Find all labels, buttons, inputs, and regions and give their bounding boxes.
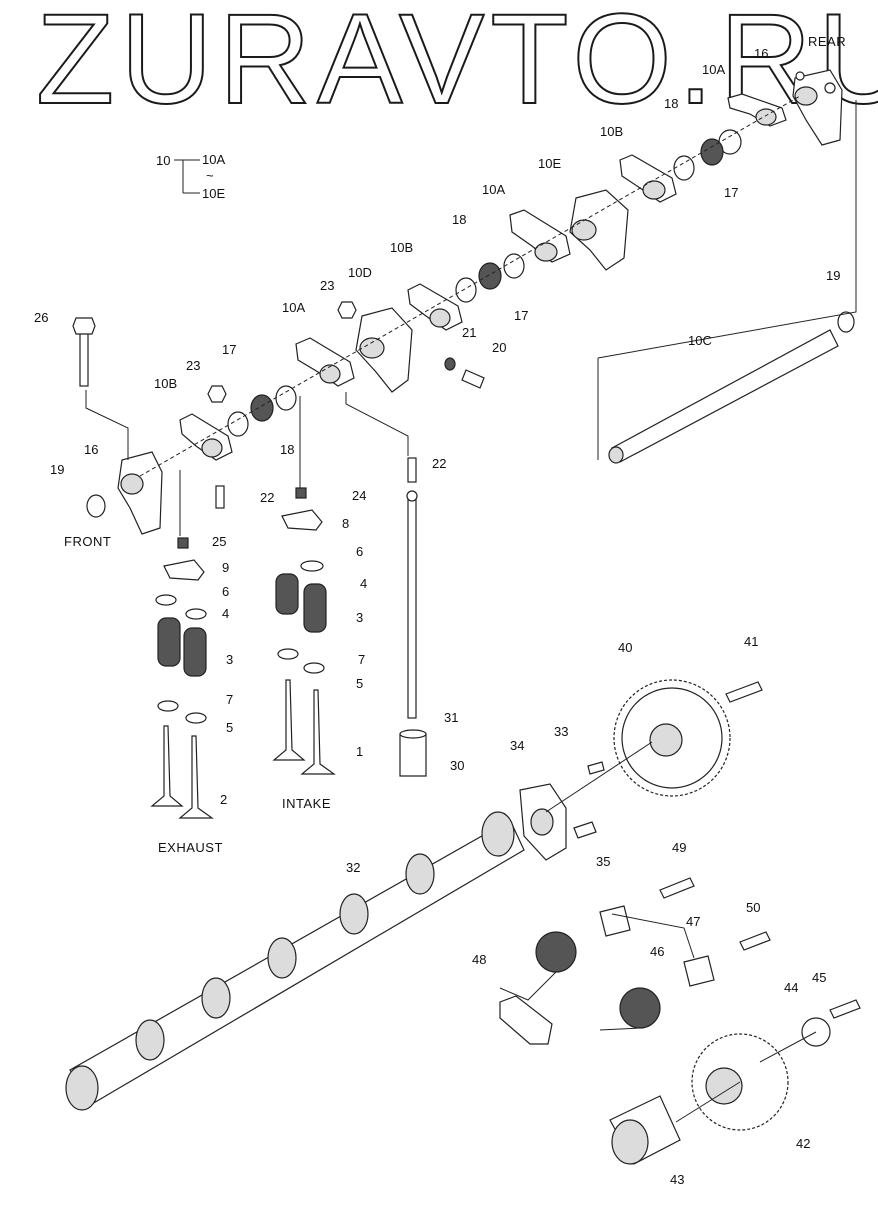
part-labels: 16 10A 18 17 10B 10E 10A 18 10B 17 19 10… [34, 46, 840, 1187]
label-10d: 10D [348, 265, 372, 280]
label-34: 34 [510, 738, 524, 753]
label-23-mid: 23 [320, 278, 334, 293]
label-9: 9 [222, 560, 229, 575]
group-key: 10 10A ~ 10E [156, 152, 225, 201]
label-32: 32 [346, 860, 360, 875]
valve-train [85, 390, 427, 819]
label-33: 33 [554, 724, 568, 739]
label-44: 44 [784, 980, 798, 995]
rocker-shaft-assembly [72, 69, 857, 535]
label-22-left: 22 [260, 490, 274, 505]
label-45: 45 [812, 970, 826, 985]
key-tilde: ~ [206, 168, 214, 183]
label-16-front: 16 [84, 442, 98, 457]
label-10b-rear: 10B [600, 124, 623, 139]
label-10c: 10C [688, 333, 712, 348]
label-41: 41 [744, 634, 758, 649]
label-17-front: 17 [222, 342, 236, 357]
label-49: 49 [672, 840, 686, 855]
label-5-intake: 5 [356, 676, 363, 691]
label-10a-rear: 10A [702, 62, 725, 77]
label-21: 21 [462, 325, 476, 340]
label-10a-front: 10A [282, 300, 305, 315]
label-6-intake: 6 [356, 544, 363, 559]
label-7-intake: 7 [358, 652, 365, 667]
label-19-front: 19 [50, 462, 64, 477]
label-4-intake: 4 [360, 576, 367, 591]
label-18-front: 18 [280, 442, 294, 457]
label-10b-front: 10B [154, 376, 177, 391]
rear-bracket-shape [792, 69, 843, 146]
label-2: 2 [220, 792, 227, 807]
caption-front: FRONT [64, 534, 111, 549]
label-48: 48 [472, 952, 486, 967]
label-23-front: 23 [186, 358, 200, 373]
label-25: 25 [212, 534, 226, 549]
label-50: 50 [746, 900, 760, 915]
label-24: 24 [352, 488, 366, 503]
label-4-exhaust: 4 [222, 606, 229, 621]
label-5-exhaust: 5 [226, 720, 233, 735]
label-10e: 10E [538, 156, 561, 171]
label-6-exhaust: 6 [222, 584, 229, 599]
label-17-mid: 17 [514, 308, 528, 323]
caption-intake: INTAKE [282, 796, 331, 811]
label-3-exhaust: 3 [226, 652, 233, 667]
label-35: 35 [596, 854, 610, 869]
label-18-rear: 18 [664, 96, 678, 111]
label-18-mid: 18 [452, 212, 466, 227]
label-10a-mid: 10A [482, 182, 505, 197]
label-7-exhaust: 7 [226, 692, 233, 707]
label-26: 26 [34, 310, 48, 325]
label-20: 20 [492, 340, 506, 355]
label-19-rear: 19 [826, 268, 840, 283]
label-47: 47 [686, 914, 700, 929]
key-parent-label: 10 [156, 153, 170, 168]
label-42: 42 [796, 1136, 810, 1151]
key-last-label: 10E [202, 186, 225, 201]
camshaft-gear-train [65, 679, 861, 1165]
label-22-right: 22 [432, 456, 446, 471]
label-1: 1 [356, 744, 363, 759]
key-first-label: 10A [202, 152, 225, 167]
label-46: 46 [650, 944, 664, 959]
label-17-rear: 17 [724, 185, 738, 200]
caption-exhaust: EXHAUST [158, 840, 223, 855]
label-10b-mid: 10B [390, 240, 413, 255]
label-30: 30 [450, 758, 464, 773]
label-40: 40 [618, 640, 632, 655]
label-3-intake: 3 [356, 610, 363, 625]
label-31: 31 [444, 710, 458, 725]
label-8: 8 [342, 516, 349, 531]
label-16-rear: 16 [754, 46, 768, 61]
caption-rear: REAR [808, 34, 846, 49]
label-43: 43 [670, 1172, 684, 1187]
